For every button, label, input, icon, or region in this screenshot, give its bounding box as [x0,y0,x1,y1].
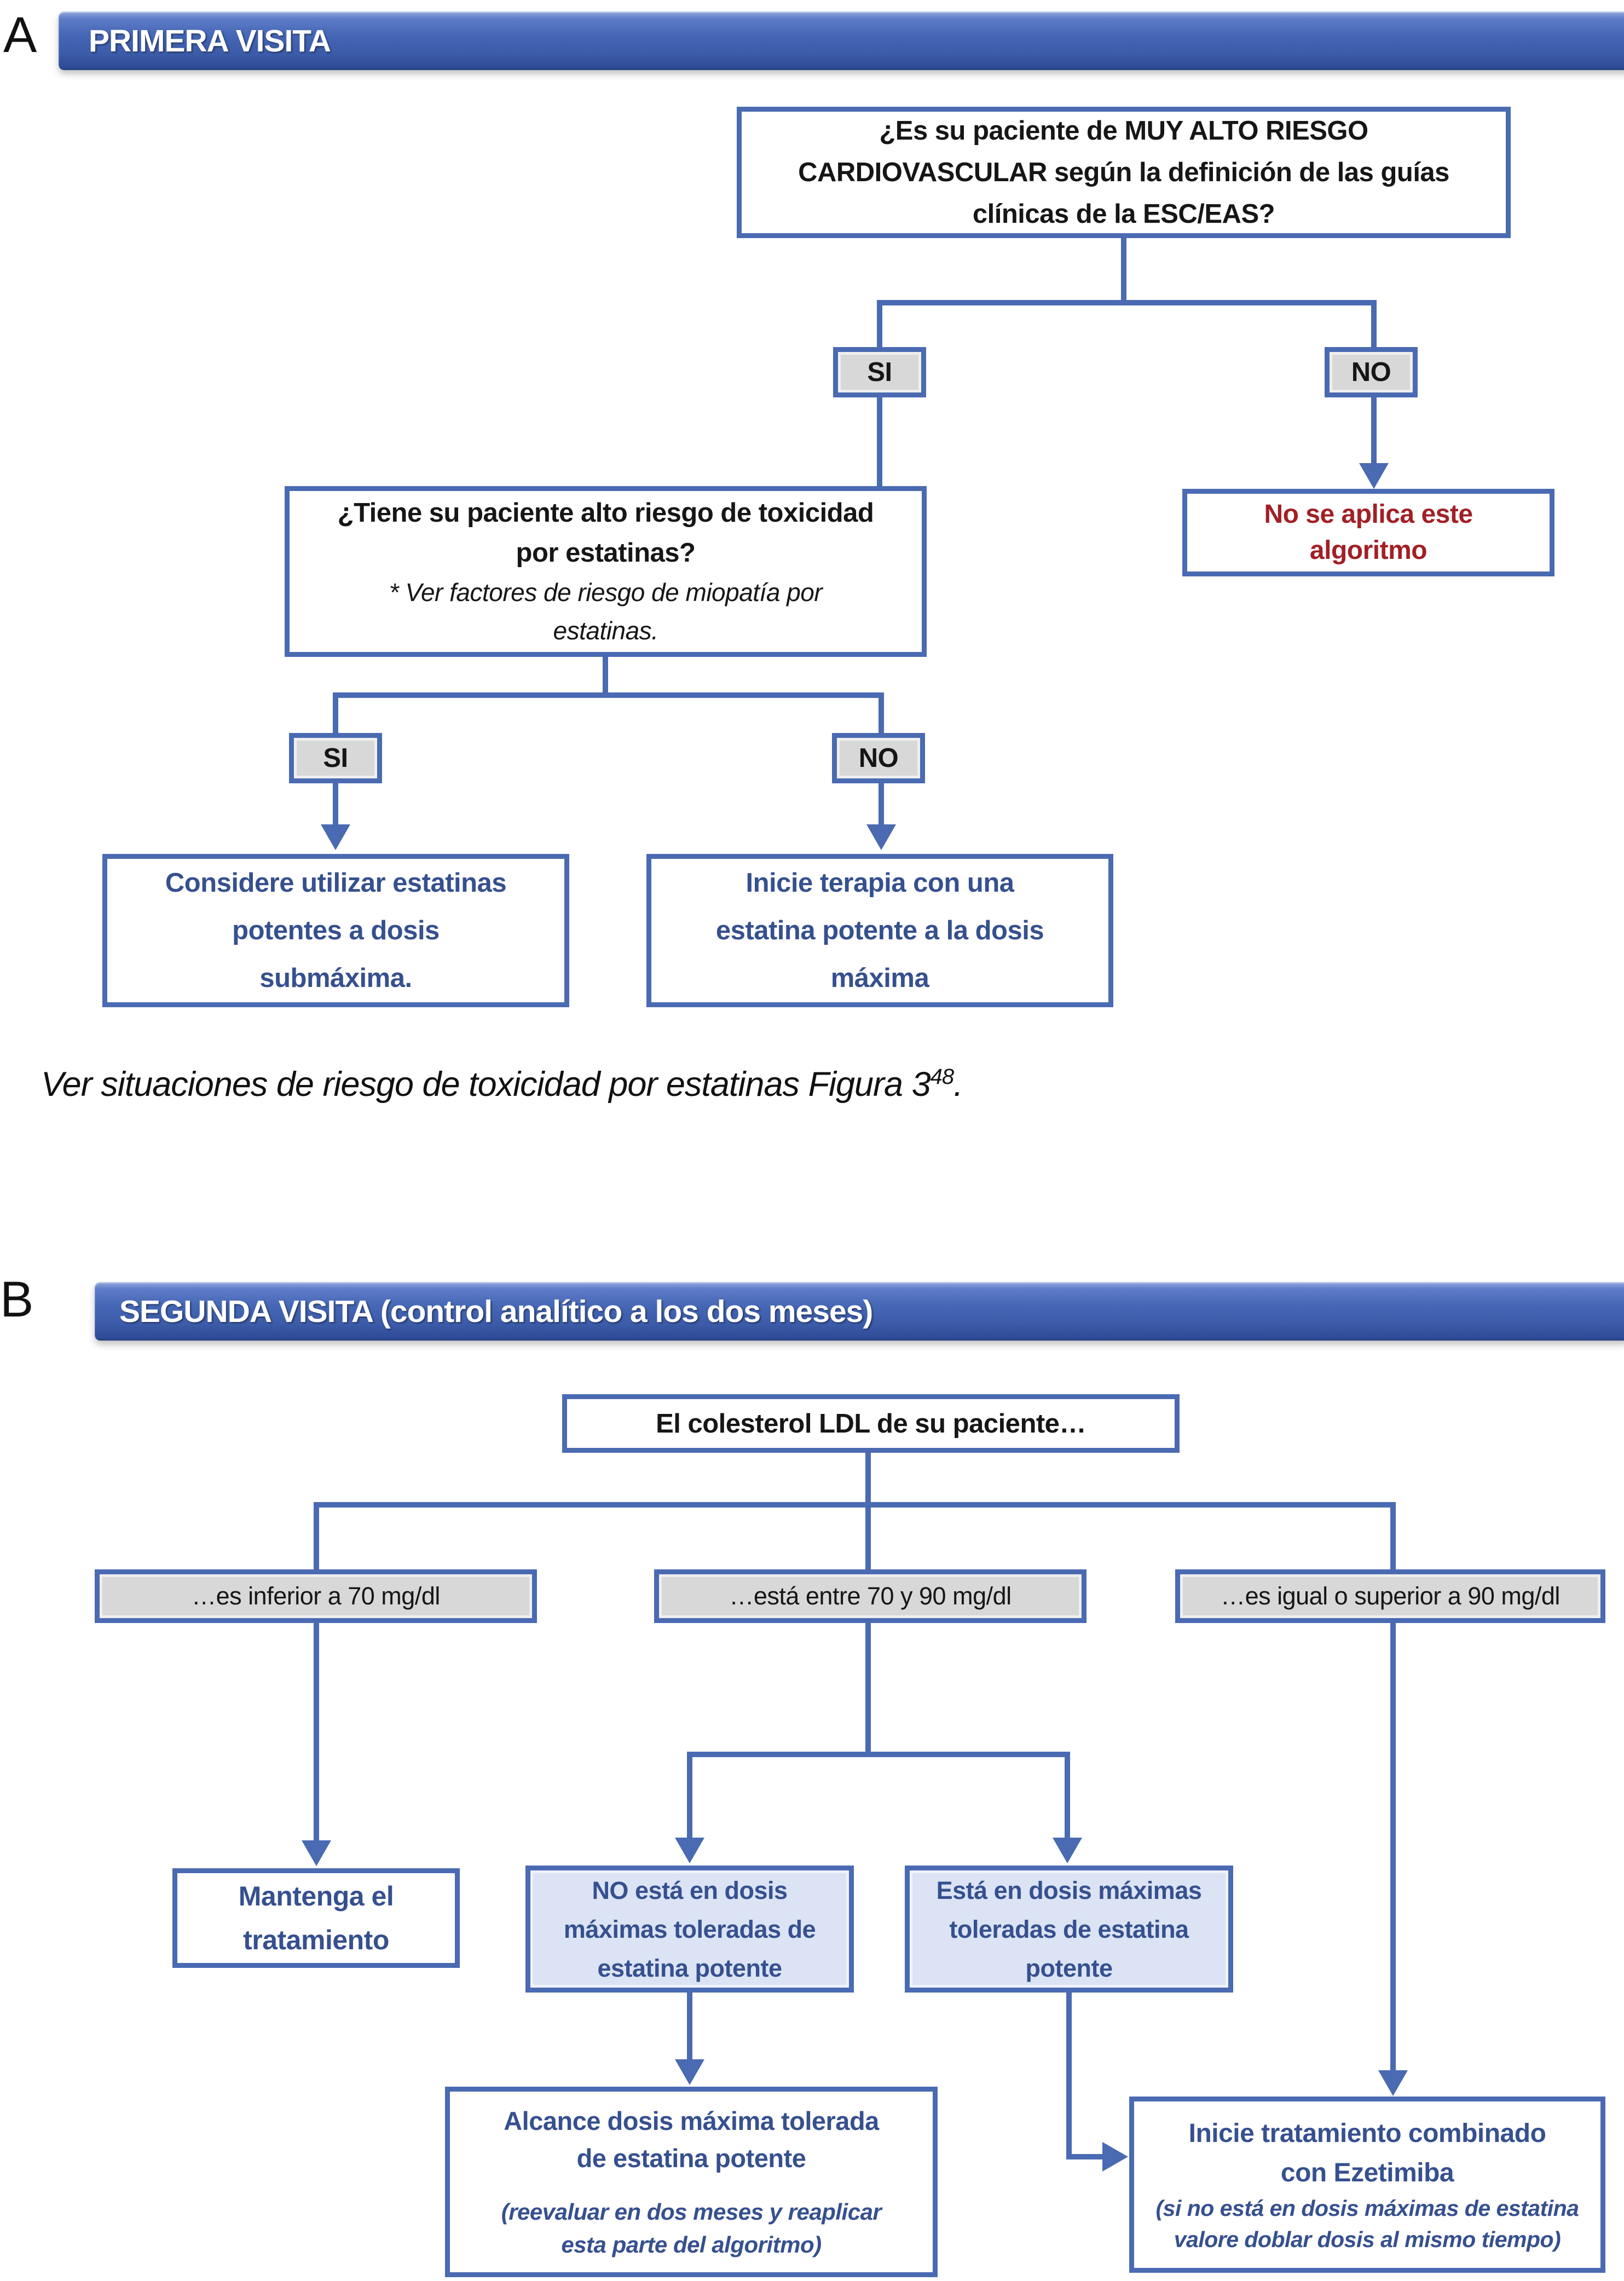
arrowhead-keep [302,1840,331,1866]
node-question-toxicity: ¿Tiene su paciente alto riesgo de toxici… [285,486,927,657]
arrowhead-no2 [866,824,896,850]
connector-a1-stem [1121,238,1126,304]
panel-a-label: A [3,7,37,63]
arrowhead-reach [675,2059,704,2085]
combo-note: (si no está en dosis máximas de estatina… [1155,2196,1579,2252]
combo-title: Inicie tratamiento combinado con Ezetimi… [1188,2119,1546,2187]
connector-mid-left-drop [687,1752,692,1839]
connector-b1-right-drop [1390,1502,1396,1569]
connector-b1-bar [314,1502,1396,1508]
node-not-applicable: No se aplica este algoritmo [1182,489,1554,576]
connector-atmax-down [1066,1993,1072,2159]
connector-atmax-right [1066,2154,1106,2159]
caption-period: . [953,1065,963,1104]
figure-caption: Ver situaciones de riesgo de toxicidad p… [41,1065,963,1104]
connector-high-down [1390,1623,1396,2072]
connector-yes1-down [877,397,882,486]
panel-a-header: PRIMERA VISITA [59,11,1624,70]
arrowhead-at-max [1053,1838,1082,1863]
panel-b-header: SEGUNDA VISITA (control analítico a los … [95,1282,1624,1341]
arrowhead-combo-left [1102,2142,1128,2172]
reach-max-title: Alcance dosis máxima tolerada de estatin… [504,2106,879,2173]
arrowhead-yes2 [321,824,350,850]
node-branch-below-70: …es inferior a 70 mg/dl [95,1569,537,1623]
node-at-max-dose: Está en dosis máximas toleradas de estat… [905,1866,1233,1993]
connector-low-down [314,1623,319,1842]
caption-superscript: 48 [930,1065,954,1089]
connector-b1-left-drop [314,1502,319,1569]
node-branch-above-90: …es igual o superior a 90 mg/dl [1175,1569,1605,1623]
node-not-max-dose: NO está en dosis máximas toleradas de es… [525,1866,854,1993]
node-branch-70-90: …está entre 70 y 90 mg/dl [654,1569,1086,1623]
connector-yes2-down [333,783,338,826]
node-keep-treatment: Mantenga el tratamiento [172,1868,460,1968]
connector-b1-stem [865,1453,871,1508]
node-outcome-submaximal: Considere utilizar estatinas potentes a … [102,854,569,1007]
arrowhead-not-max [675,1838,704,1863]
connector-notmax-down [687,1993,692,2061]
arrowhead-no1 [1359,463,1389,489]
connector-mid-stem [865,1623,871,1757]
node-no-1: NO [1325,347,1418,397]
node-question-very-high-risk: ¿Es su paciente de MUY ALTO RIESGO CARDI… [737,107,1511,238]
connector-mid-bar [687,1752,1070,1757]
node-outcome-maximal: Inicie terapia con una estatina potente … [646,854,1113,1007]
node-no-2: NO [832,733,925,783]
connector-a2-bar [333,692,884,698]
connector-no1-down [1371,397,1377,464]
connector-a1-left-drop [877,300,882,349]
connector-mid-right-drop [1065,1752,1070,1839]
toxicity-question-text: ¿Tiene su paciente alto riesgo de toxici… [337,498,874,568]
node-question-ldl: El colesterol LDL de su paciente… [562,1394,1180,1453]
node-yes-1: SI [833,347,926,397]
connector-a1-bar [877,300,1377,305]
panel-b-label: B [0,1272,34,1327]
node-yes-2: SI [289,733,382,783]
node-combo-ezetimibe: Inicie tratamiento combinado con Ezetimi… [1129,2097,1605,2273]
caption-text: Ver situaciones de riesgo de toxicidad p… [41,1065,931,1104]
connector-a1-right-drop [1371,300,1377,349]
connector-b1-mid-drop [865,1502,871,1569]
node-reach-max-dose: Alcance dosis máxima tolerada de estatin… [445,2087,938,2277]
reach-max-note: (reevaluar en dos meses y reaplicar esta… [501,2199,882,2257]
connector-a2-right-drop [879,692,884,733]
connector-a2-left-drop [333,692,338,733]
connector-no2-down [879,783,884,826]
toxicity-question-note: * Ver factores de riesgo de miopatía por… [389,578,823,645]
connector-a2-stem [603,657,608,696]
arrowhead-combo-top [1378,2070,1408,2096]
